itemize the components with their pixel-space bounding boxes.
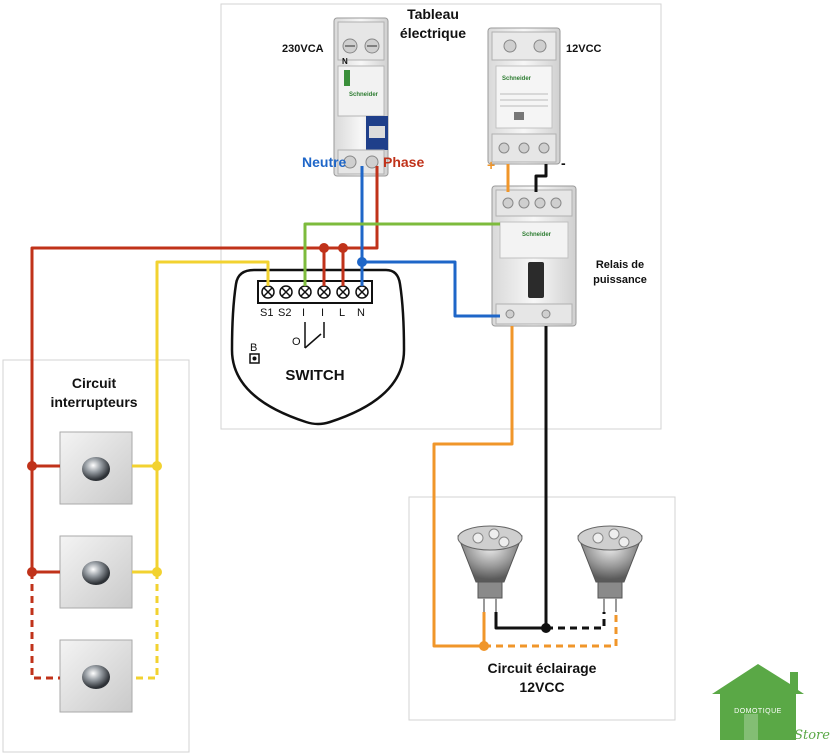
- control-wire: [303, 222, 500, 286]
- breaker-top-mark: N: [342, 57, 348, 66]
- wall-switch-2[interactable]: [59, 535, 133, 609]
- switches-title-line2: interrupteurs: [50, 394, 137, 410]
- phase-wire: [322, 166, 379, 286]
- terminal-label-s1: S1: [260, 307, 273, 319]
- panel-title-line1: Tableau: [407, 6, 459, 22]
- logo-tagline: Store: [794, 728, 830, 743]
- terminal-label-s2: S2: [278, 307, 291, 319]
- minus-label: -: [561, 155, 566, 171]
- neutre-wire-relay: [362, 260, 500, 318]
- breaker-brand: Schneider: [349, 92, 379, 98]
- lighting-title-line1: Circuit éclairage: [488, 660, 597, 676]
- switches-frame: [2, 359, 190, 753]
- switched-dashed: [132, 572, 159, 680]
- terminal-label-i1: I: [302, 307, 305, 319]
- circuit-breaker: [333, 17, 389, 177]
- domotique-store-logo: [712, 664, 804, 740]
- psu-voltage: 12VCC: [566, 43, 602, 55]
- power-supply: [487, 27, 561, 165]
- panel-title-line2: électrique: [400, 25, 466, 41]
- output-label: O: [292, 336, 301, 348]
- switched-wire: [155, 260, 270, 572]
- lighting-frame: [408, 496, 676, 721]
- relay-brand: Schneider: [522, 232, 552, 238]
- internal-contact: [304, 322, 325, 349]
- button-b-dot: [252, 356, 257, 361]
- switches-title-line1: Circuit: [72, 375, 117, 391]
- relay-label-line1: Relais de: [596, 259, 644, 271]
- wall-switch-3[interactable]: [59, 639, 133, 713]
- phase-dashed: [30, 572, 60, 680]
- psu-brand: Schneider: [502, 76, 532, 82]
- terminal-label-l: L: [339, 307, 345, 319]
- breaker-voltage: 230VCA: [282, 43, 324, 55]
- terminal-label-n: N: [357, 307, 365, 319]
- switch-module: [230, 268, 406, 426]
- negative-bulb-1: [494, 612, 546, 630]
- power-relay: [491, 185, 577, 327]
- module-name: SWITCH: [285, 367, 344, 384]
- logo-name: DOMOTIQUE: [734, 708, 782, 715]
- wall-switch-1[interactable]: [59, 431, 133, 505]
- positive-wire-out: [432, 326, 514, 648]
- terminal-screws: [261, 285, 369, 299]
- relay-label-line2: puissance: [593, 274, 647, 286]
- plus-label: +: [487, 157, 495, 173]
- button-label: B: [250, 342, 257, 354]
- positive-dashed: [484, 612, 618, 648]
- junction-dots: [27, 243, 551, 651]
- negative-wire-psu: [534, 164, 548, 192]
- phase-label: Phase: [383, 154, 424, 170]
- terminal-label-i2: I: [321, 307, 324, 319]
- neutre-label: Neutre: [302, 154, 347, 170]
- panel-frame: [220, 3, 662, 430]
- lighting-title-line2: 12VCC: [519, 679, 564, 695]
- led-spot-1: [457, 525, 523, 612]
- negative-dashed: [546, 612, 606, 630]
- led-spot-2: [577, 525, 643, 612]
